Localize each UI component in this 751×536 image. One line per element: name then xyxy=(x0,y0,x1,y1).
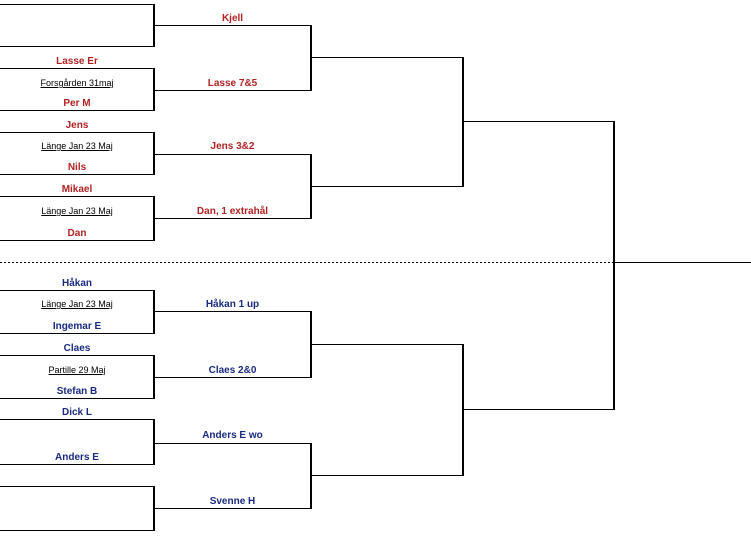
r1-m3-player1: Jens xyxy=(65,120,89,131)
r2-result-1: Kjell xyxy=(221,13,244,24)
r1-m5-venue: Länge Jan 23 Maj xyxy=(41,299,113,309)
r2-result-2: Lasse 7&5 xyxy=(207,78,258,89)
r1-m3-venue: Länge Jan 23 Maj xyxy=(41,141,113,151)
r2-result-6: Claes 2&0 xyxy=(208,365,257,376)
r1-m3-player2: Nils xyxy=(67,162,87,173)
r2-result-8: Svenne H xyxy=(209,496,256,507)
r2-result-5: Håkan 1 up xyxy=(205,299,260,310)
r1-m2-player1: Lasse Er xyxy=(56,56,98,67)
r1-m6-player1: Claes xyxy=(63,343,91,354)
r1-m2-venue: Forsgården 31maj xyxy=(40,78,114,88)
r1-m7-player1: Dick L xyxy=(61,407,92,418)
r1-m6-player2: Stefan B xyxy=(56,386,98,397)
r2-result-7: Anders E wo xyxy=(202,430,263,441)
r1-m4-player1: Mikael xyxy=(61,184,93,195)
r1-m4-player2: Dan xyxy=(67,228,87,239)
r1-m4-venue: Länge Jan 23 Maj xyxy=(41,206,113,216)
r1-m6-venue: Partille 29 Maj xyxy=(48,365,106,375)
r1-m5-player2: Ingemar E xyxy=(52,321,102,332)
r2-result-3: Jens 3&2 xyxy=(210,141,255,152)
r1-m2-player2: Per M xyxy=(63,98,91,109)
r1-m7-player2: Anders E xyxy=(55,452,99,463)
r2-result-4: Dan, 1 extrahål xyxy=(196,206,269,217)
r1-m5-player1: Håkan xyxy=(61,278,92,289)
